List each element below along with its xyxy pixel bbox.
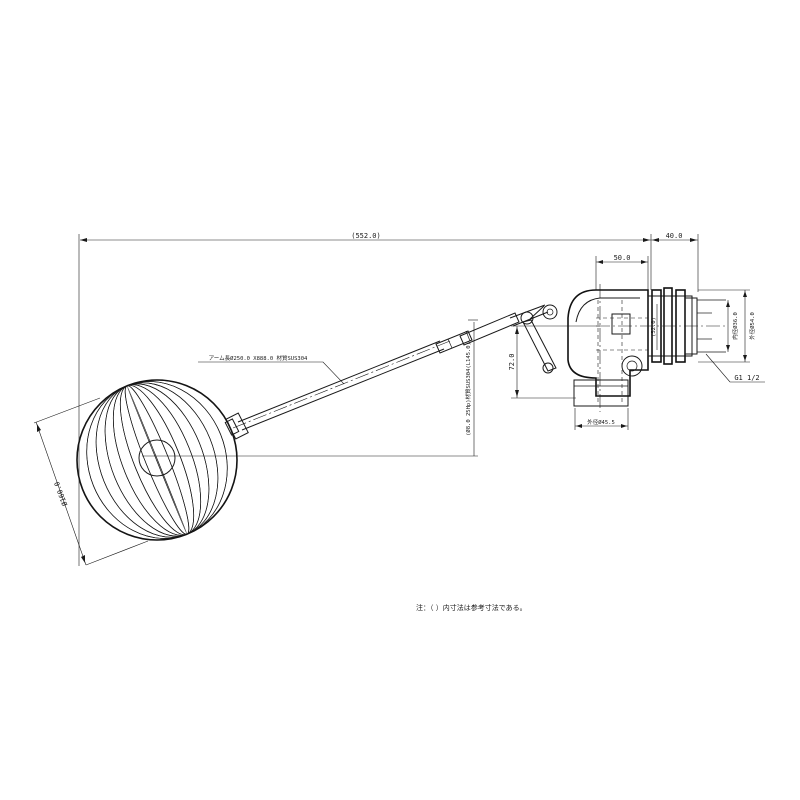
reference-dimension-note: 注：（ ）内寸法は参考寸法である。 bbox=[416, 603, 527, 612]
thread-label: G1 1/2 bbox=[734, 374, 759, 382]
body-width-label: 50.0 bbox=[614, 254, 631, 262]
valve-body bbox=[509, 284, 726, 412]
float-ball bbox=[76, 379, 249, 541]
flange-length-label: 40.0 bbox=[666, 232, 683, 240]
ball-rib bbox=[112, 384, 202, 536]
rod-label: (Ø8.0 25Hp)材質SUS304(L145.0) bbox=[464, 342, 472, 436]
ball-rib bbox=[77, 380, 237, 540]
inner-dia-label: 内径Ø36.0 bbox=[731, 312, 739, 340]
ball-rib bbox=[119, 384, 195, 536]
ball-rib bbox=[95, 382, 219, 538]
width-52-label: (52.0) bbox=[651, 317, 657, 337]
overall-length-label: (552.0) bbox=[351, 232, 381, 240]
bottom-dia-label: 外径Ø45.5 bbox=[587, 418, 615, 426]
arm-label: アーム長Ø250.0 X888.0 材質SUS304 bbox=[209, 354, 308, 362]
ball-rib bbox=[126, 385, 188, 535]
ball-rib bbox=[104, 383, 210, 537]
ball-rib bbox=[104, 383, 210, 537]
ball-rib bbox=[86, 381, 228, 539]
ball-dia-label: Ø160.0 bbox=[53, 480, 69, 507]
ball-rib bbox=[112, 384, 202, 536]
height-label: 72.0 bbox=[508, 354, 516, 371]
ball-rib bbox=[124, 385, 190, 535]
ball-rib bbox=[86, 381, 228, 539]
ball-rib bbox=[77, 380, 237, 540]
dimension-lines bbox=[33, 234, 765, 566]
ball-boss bbox=[138, 439, 176, 477]
outer-dia-label: 外径Ø54.0 bbox=[748, 312, 756, 340]
ball-rib bbox=[119, 384, 195, 536]
ball-rib bbox=[124, 385, 190, 535]
arm-rod bbox=[232, 312, 520, 431]
ball-rib bbox=[95, 382, 219, 538]
